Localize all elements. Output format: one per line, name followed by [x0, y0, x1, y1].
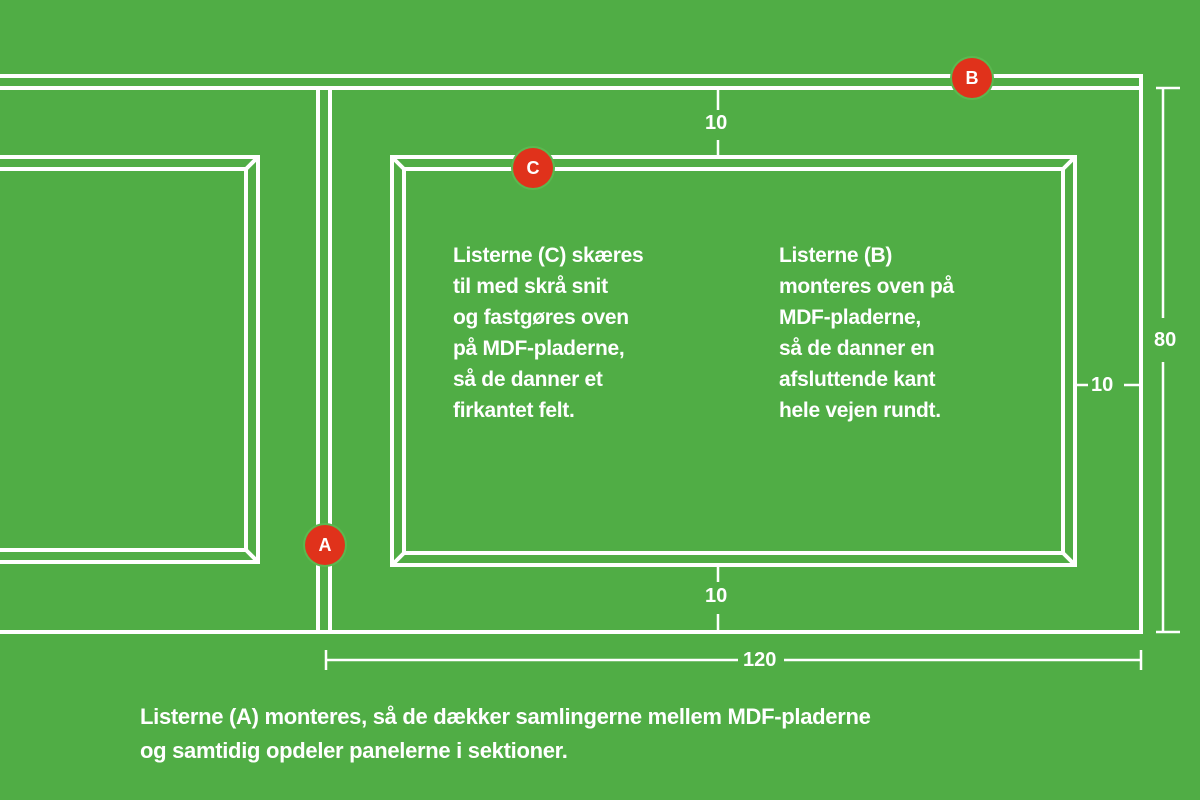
caption: Listerne (A) monteres, så de dækker saml…	[140, 704, 871, 763]
dimension-bottom: 10	[705, 585, 728, 607]
dimension-lines	[324, 86, 1180, 670]
badge-c: C	[513, 148, 553, 188]
dimension-right: 10	[1091, 374, 1114, 396]
badge-a: A	[305, 525, 345, 565]
dimension-width: 120	[743, 649, 777, 671]
badge-b: B	[952, 58, 992, 98]
right-inner-frame	[390, 155, 1077, 567]
left-inner-frame	[0, 155, 260, 564]
dimension-top: 10	[705, 112, 728, 134]
dimension-height: 80	[1154, 329, 1177, 351]
